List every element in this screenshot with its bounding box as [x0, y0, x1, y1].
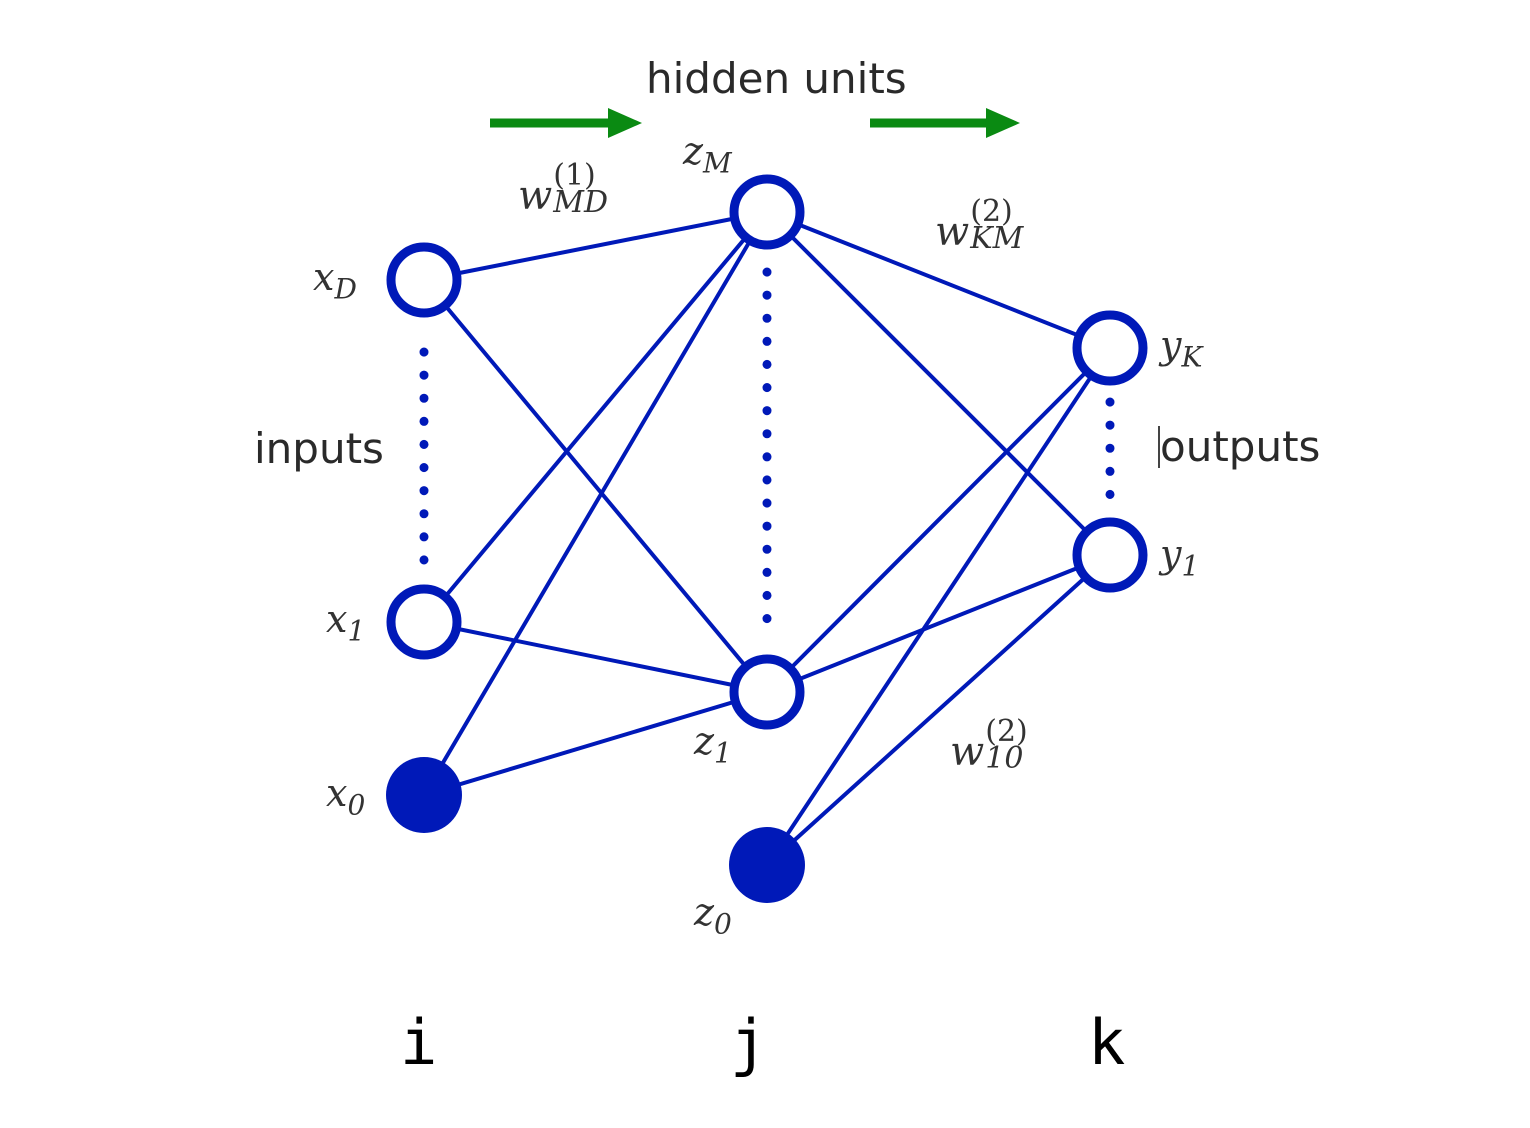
inputs-label: inputs: [254, 424, 384, 473]
weight-label-w1-MD: w (1)MD: [518, 158, 609, 220]
edge-xD-z1: [422, 278, 769, 694]
edge-x0-zM: [422, 210, 769, 797]
node-x1: [386, 584, 462, 660]
edge-z0-yK: [765, 346, 1112, 867]
edge-z0-y1: [765, 553, 1112, 867]
label-x1: x1: [326, 597, 366, 648]
index-label-i: i: [400, 1006, 438, 1079]
node-yK: [1072, 310, 1148, 386]
index-label-j: j: [730, 1006, 768, 1079]
edge-xD-zM: [423, 210, 768, 282]
outputs-label: outputs: [1158, 422, 1321, 471]
edge-z1-y1: [766, 553, 1111, 694]
label-xD: xD: [313, 255, 357, 306]
label-z1: z1: [694, 719, 732, 770]
edge-x1-z1: [423, 620, 768, 694]
edge-zM-y1: [765, 210, 1112, 557]
bias-node-x0: [386, 757, 462, 833]
node-y1: [1072, 517, 1148, 593]
label-y1: y1: [1160, 532, 1200, 583]
node-xD: [386, 242, 462, 318]
weight-label-w2-10: w (2)10: [950, 714, 1028, 776]
edge-x1-zM: [422, 210, 769, 624]
edge-zM-yK: [766, 210, 1111, 350]
flow-arrow-input-to-hidden: [490, 108, 642, 138]
label-x0: x0: [326, 771, 366, 822]
label-zM: zM: [683, 129, 732, 180]
flow-arrow-hidden-to-output: [870, 108, 1020, 138]
hidden-units-label: hidden units: [646, 54, 907, 103]
weight-label-w2-KM: w (2)KM: [935, 194, 1024, 256]
node-z1: [729, 654, 805, 730]
node-zM: [729, 174, 805, 250]
edge-z1-yK: [765, 346, 1112, 694]
label-z0: z0: [694, 890, 732, 941]
edge-x0-z1: [423, 690, 768, 797]
index-label-k: k: [1088, 1006, 1126, 1079]
label-yK: yK: [1160, 323, 1203, 374]
bias-node-z0: [729, 827, 805, 903]
